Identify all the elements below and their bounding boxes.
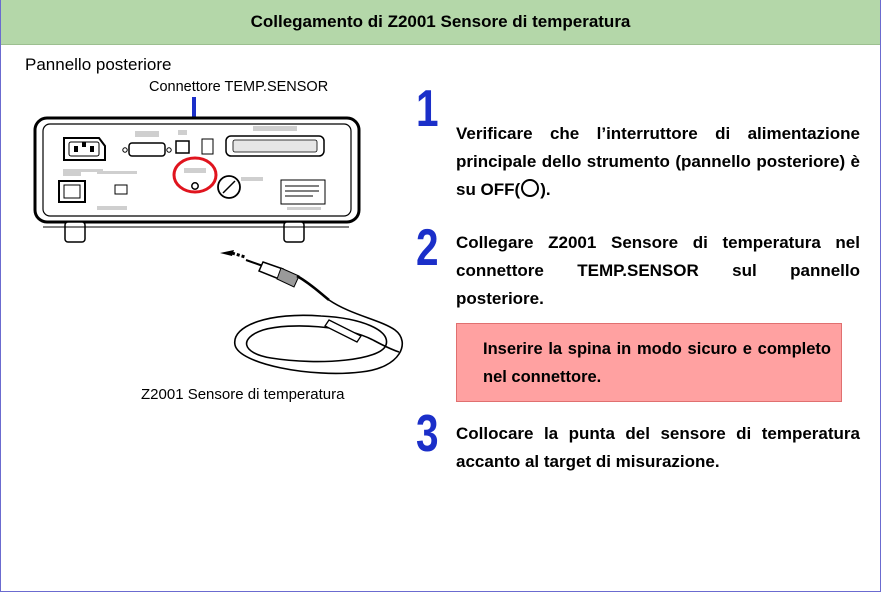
warning-note: Inserire la spina in modo sicuro e compl… [456, 323, 842, 402]
header-banner [1, 0, 880, 45]
insert-arrow-icon [220, 250, 246, 259]
step-1-text: Verificare che l’interruttore di aliment… [456, 120, 860, 204]
temp-sensor-connector [184, 168, 206, 190]
rear-panel-label: Pannello posteriore [25, 55, 172, 74]
ext-io-port [225, 126, 325, 157]
usb-port [175, 130, 190, 154]
ac-inlet [63, 137, 106, 161]
connector-label: Connettore TEMP.SENSOR [149, 79, 329, 95]
step-1-number: 1 [416, 80, 439, 138]
rs232c-port [122, 131, 172, 157]
temperature-sensor-probe [234, 259, 404, 375]
step-3-number: 3 [416, 405, 439, 463]
warning-note-text: Inserire la spina in modo sicuro e compl… [483, 340, 831, 386]
step-3-text: Collocare la punta del sensore di temper… [456, 424, 860, 471]
step-1-text-after: ). [540, 180, 551, 199]
connector-highlight-ring [172, 156, 218, 194]
step-2-text: Collegare Z2001 Sensore di temperatura n… [456, 233, 860, 308]
instrument-rear-panel [33, 116, 361, 243]
step-2-number: 2 [416, 219, 439, 277]
power-switch [58, 172, 86, 203]
page-title: Collegamento di Z2001 Sensore di tempera… [250, 12, 631, 31]
step-1-text-before: Verificare che l’interruttore di aliment… [456, 124, 860, 199]
sensor-caption: Z2001 Sensore di temperatura [141, 386, 345, 403]
off-circle-icon [521, 179, 540, 197]
